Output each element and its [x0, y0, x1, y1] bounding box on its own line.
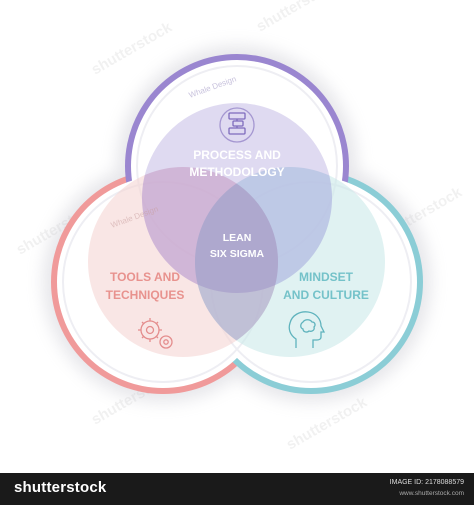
flowchart-icon	[219, 107, 255, 143]
label-top-line-1: PROCESS AND	[193, 148, 281, 162]
footer-image-id: IMAGE ID: 2178088579	[389, 479, 464, 486]
gears-icon	[138, 318, 173, 349]
stock-footer: shutterstock IMAGE ID: 2178088579 www.sh…	[0, 473, 474, 505]
label-left-line-1: TOOLS AND	[110, 270, 180, 284]
stock-watermark: shutterstock	[89, 18, 176, 78]
label-left: TOOLS AND TECHNIQUES	[106, 270, 185, 302]
head-brain-icon	[288, 311, 326, 348]
label-right-line-2: AND CULTURE	[283, 288, 369, 302]
label-right: MINDSET AND CULTURE	[283, 270, 369, 302]
label-top-line-2: METHODOLOGY	[189, 165, 284, 179]
label-right-line-1: MINDSET	[299, 270, 354, 284]
label-top: PROCESS AND METHODOLOGY	[189, 148, 284, 179]
label-center: LEAN SIX SIGMA	[210, 232, 265, 260]
stock-watermark: shutterstock	[284, 393, 371, 453]
lower-lens	[195, 167, 278, 357]
footer-brand: shutterstock	[14, 479, 107, 496]
label-left-line-2: TECHNIQUES	[106, 288, 185, 302]
label-center-line-1: LEAN	[223, 232, 252, 244]
stock-watermark: shutterstock	[254, 0, 341, 35]
footer-site: www.shutterstock.com	[399, 490, 464, 497]
label-center-line-2: SIX SIGMA	[210, 248, 265, 260]
